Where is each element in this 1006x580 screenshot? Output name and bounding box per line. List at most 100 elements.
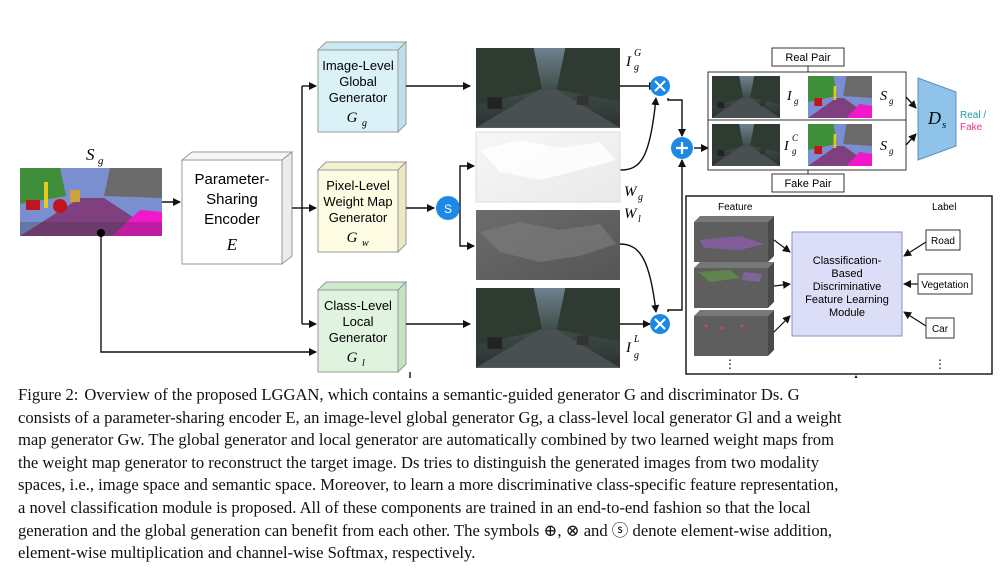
weight-gen-line-2: Weight Map <box>323 194 392 209</box>
caption-line-5: spaces, i.e., image space and semantic s… <box>18 475 839 495</box>
multiply-node-global <box>650 76 670 96</box>
fake-pair-label: Fake Pair <box>771 173 845 193</box>
global-gen-line-2: Global <box>339 74 377 89</box>
global-output-image <box>476 48 620 128</box>
softmax-node: S <box>436 196 460 220</box>
real-output-label: Real / <box>960 110 986 121</box>
weight-g-sub: g <box>638 192 643 203</box>
disc-main: D <box>927 108 941 128</box>
caption-line-4: the weight map generator to reconstruct … <box>18 452 820 472</box>
local-gen-subscript: l <box>362 358 365 369</box>
real-img-sub: g <box>794 96 799 106</box>
classification-module-box: Classification- Based Discriminative Fea… <box>791 231 903 337</box>
label-road: Road <box>925 229 961 251</box>
local-gen-line-2: Local <box>342 314 373 329</box>
local-gen-symbol: G <box>347 350 358 366</box>
input-symbol: S <box>86 145 95 164</box>
local-gen-line-1: Class-Level <box>324 298 392 313</box>
caption-line-8: element-wise multiplication and channel-… <box>18 543 476 563</box>
global-gen-subscript: g <box>362 118 367 129</box>
encoder-line-1: Parameter- <box>194 171 269 188</box>
module-line-5: Module <box>829 307 865 319</box>
feature-map-1 <box>694 216 774 262</box>
caption-line-6: a novel classification module is propose… <box>18 497 811 517</box>
global-output-label: I G g <box>625 48 641 73</box>
feature-heading: Feature <box>718 202 753 213</box>
pixel-level-weight-map-generator: Pixel-Level Weight Map Generator G w <box>316 160 408 254</box>
encoder-line-3: Encoder <box>204 211 260 228</box>
weight-map-l-label: W l <box>624 206 641 225</box>
caption-line-1: Figure 2: Overview of the proposed LGGAN,… <box>18 384 990 407</box>
real-pair-box: I g S g <box>707 71 907 123</box>
input-subscript: g <box>98 155 104 167</box>
local-output-sub: g <box>634 350 639 361</box>
weight-map-g-label: W g <box>624 184 643 203</box>
label-car-text: Car <box>932 324 949 335</box>
global-output-sup: G <box>634 48 641 59</box>
module-line-2: Based <box>831 268 862 280</box>
softmax-symbol: S <box>444 202 452 216</box>
connection-arrows <box>100 82 860 378</box>
figure-caption: Figure 2: Overview of the proposed LGGAN,… <box>18 384 990 565</box>
addition-node <box>671 137 693 159</box>
seg-top-sub: g <box>889 96 894 106</box>
local-output-label: I L g <box>625 334 640 361</box>
lggan-architecture-diagram: S g Parameter- Sharing Encoder E Image-L… <box>20 40 993 378</box>
feature-map-2 <box>694 262 774 308</box>
local-gen-line-3: Generator <box>329 330 388 345</box>
fake-img-sup: C <box>792 133 799 143</box>
fake-pair-text: Fake Pair <box>784 178 831 190</box>
seg-bottom-sub: g <box>889 146 894 156</box>
fake-img-sub: g <box>792 146 797 156</box>
global-gen-symbol: G <box>347 110 358 126</box>
classification-panel: Feature Label ⋮ <box>685 195 993 375</box>
label-road-text: Road <box>931 236 955 247</box>
parameter-sharing-encoder: Parameter- Sharing Encoder E <box>180 150 294 266</box>
disc-sub: s <box>942 119 946 131</box>
weight-map-g-image <box>475 131 621 203</box>
global-gen-line-3: Generator <box>329 90 388 105</box>
fake-pair-box: I C g S g <box>707 119 907 171</box>
real-pair-text: Real Pair <box>785 52 831 64</box>
local-output-main: I <box>625 340 632 356</box>
label-ellipsis: ⋮ <box>934 357 946 371</box>
module-line-4: Feature Learning <box>805 294 889 306</box>
discriminator-arrows <box>905 96 917 146</box>
encoder-symbol: E <box>226 235 238 254</box>
caption-line-3: map generator Gw. The global generator a… <box>18 430 835 450</box>
weight-map-l-image <box>476 210 620 280</box>
multiply-node-local <box>650 314 670 334</box>
seg-top-main: S <box>880 89 887 104</box>
feature-arrows <box>773 239 927 333</box>
seg-bottom-main: S <box>880 139 887 154</box>
input-label-sg: S g <box>86 145 104 167</box>
label-vegetation: Vegetation <box>917 273 973 295</box>
local-output-sup: L <box>633 334 640 345</box>
caption-label: Figure 2: <box>18 385 79 404</box>
real-pair-label: Real Pair <box>771 47 845 67</box>
local-output-image <box>476 288 620 368</box>
module-line-3: Discriminative <box>813 281 881 293</box>
weight-l-sub: l <box>638 214 641 225</box>
weight-l-main: W <box>624 206 638 222</box>
class-level-local-generator: Class-Level Local Generator G l <box>316 280 408 374</box>
real-img-main: I <box>786 89 793 104</box>
weight-gen-symbol: G <box>347 230 358 246</box>
caption-line-1-text: Overview of the proposed LGGAN, which co… <box>84 385 800 404</box>
feature-ellipsis: ⋮ <box>724 357 736 371</box>
label-car: Car <box>925 317 955 339</box>
fake-output-label: Fake <box>960 122 983 133</box>
global-gen-line-1: Image-Level <box>322 58 394 73</box>
caption-line-2: consists of a parameter-sharing encoder … <box>18 407 842 427</box>
input-semantic-map <box>20 168 162 237</box>
weight-gen-line-1: Pixel-Level <box>326 178 390 193</box>
weight-g-main: W <box>624 184 638 200</box>
module-line-1: Classification- <box>813 255 882 267</box>
global-output-main: I <box>625 54 632 70</box>
global-output-sub: g <box>634 62 639 73</box>
weight-gen-line-3: Generator <box>329 210 388 225</box>
feature-map-3 <box>694 310 774 356</box>
discriminator-ds: D s <box>917 77 957 161</box>
encoder-line-2: Sharing <box>206 191 258 208</box>
fake-img-main: I <box>783 139 790 154</box>
